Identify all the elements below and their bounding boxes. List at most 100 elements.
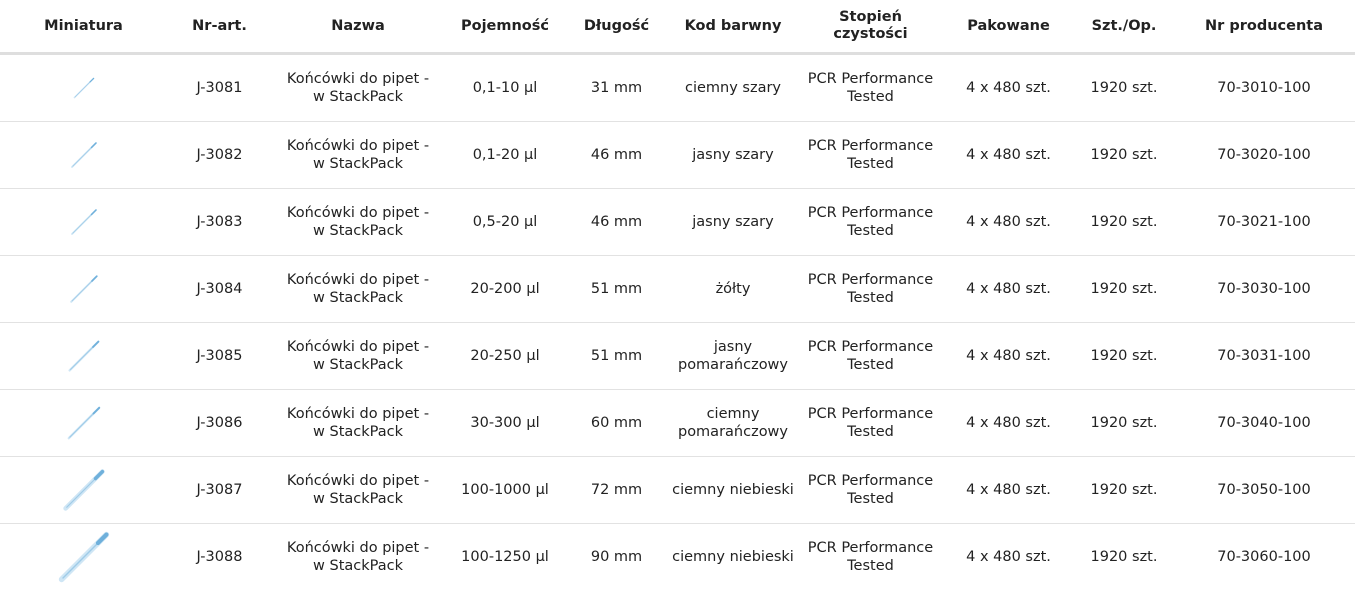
packed-value: 4 x 480 szt. xyxy=(942,389,1075,457)
article-number[interactable]: J-3086 xyxy=(167,389,272,457)
article-number[interactable]: J-3083 xyxy=(167,188,272,256)
article-number[interactable]: J-3087 xyxy=(167,456,272,524)
color-code-line1: żółty xyxy=(715,281,751,297)
pipette-tip-icon[interactable] xyxy=(65,404,103,442)
column-header-purity-line1: Stopień xyxy=(839,9,902,25)
product-name: Końcówki do pipet -w StackPack xyxy=(272,53,444,122)
table-row[interactable]: J-3082 Końcówki do pipet - w StackPack 0,1-… xyxy=(0,121,1355,189)
pipette-tip-icon[interactable] xyxy=(61,467,107,513)
per-pack-value: 1920 szt. xyxy=(1090,549,1158,565)
thumbnail-cell[interactable] xyxy=(0,389,167,457)
column-header-length: Długość xyxy=(566,0,667,55)
article-number[interactable]: J-3081 xyxy=(167,53,272,122)
thumbnail-cell[interactable] xyxy=(0,255,167,323)
color-code-line1: ciemny niebieski xyxy=(672,549,794,565)
thumbnail-cell[interactable] xyxy=(0,322,167,390)
product-name-line2: w StackPack xyxy=(313,357,403,373)
color-code-value: jasny szary xyxy=(667,121,799,189)
product-name-line1: Końcówki do pipet - xyxy=(286,473,430,489)
color-code-line2: pomarańczowy xyxy=(677,424,789,440)
purity-grade-line1: PCR Performance xyxy=(807,540,934,556)
purity-grade-line1: PCR Performance xyxy=(807,71,934,87)
product-name: Końcówki do pipet -w StackPack xyxy=(272,255,444,323)
product-name-line2: w StackPack xyxy=(313,89,403,105)
column-header-per-pack: Szt./Op. xyxy=(1075,0,1173,55)
column-header-capacity: Pojemność xyxy=(444,0,566,55)
article-number[interactable]: J-3082 xyxy=(167,121,272,189)
purity-grade-line1: PCR Performance xyxy=(807,339,934,355)
manufacturer-number: 70-3020-100 xyxy=(1173,121,1355,189)
color-code-line1: jasny szary xyxy=(692,214,774,230)
article-number[interactable]: J-3084 xyxy=(167,255,272,323)
header-row: Miniatura Nr-art. Nazwa Pojemność Długoś… xyxy=(0,0,1355,55)
pipette-tip-icon[interactable] xyxy=(69,207,99,237)
product-name-line2: w StackPack xyxy=(313,424,403,440)
pipette-tip-icon[interactable] xyxy=(56,529,112,585)
article-number[interactable]: J-3088 xyxy=(196,549,243,565)
column-header-packed: Pakowane xyxy=(942,0,1075,55)
pipette-tip-icon[interactable] xyxy=(72,76,96,100)
product-name-line2: w StackPack xyxy=(313,558,403,574)
thumbnail-cell[interactable] xyxy=(0,524,167,591)
product-name-line1: Końcówki do pipet - xyxy=(286,138,430,154)
purity-grade-line2: Tested xyxy=(847,290,894,306)
table-row[interactable]: J-3086 Końcówki do pipet - w StackPack 30-3… xyxy=(0,389,1355,457)
article-number[interactable]: J-3085 xyxy=(167,322,272,390)
purity-grade-line2: Tested xyxy=(847,89,894,105)
color-code-line1: jasny xyxy=(713,339,753,355)
thumbnail-cell[interactable] xyxy=(0,53,167,122)
length-value: 72 mm xyxy=(566,456,667,524)
capacity-value: 0,1-20 µl xyxy=(444,121,566,189)
thumbnail-cell[interactable] xyxy=(0,188,167,256)
product-name-line2: w StackPack xyxy=(313,290,403,306)
packed-value: 4 x 480 szt. xyxy=(942,53,1075,122)
product-name-line2: w StackPack xyxy=(313,156,403,172)
purity-grade-line1: PCR Performance xyxy=(807,272,934,288)
product-name: Końcówki do pipet - w StackPack xyxy=(272,121,444,189)
product-name: Końcówki do pipet -w StackPack xyxy=(272,188,444,256)
purity-grade-line2: Tested xyxy=(847,156,894,172)
per-pack-value: 1920 szt. xyxy=(1075,322,1173,390)
color-code-line1: jasny szary xyxy=(692,147,774,163)
product-name-line1: Końcówki do pipet - xyxy=(286,205,430,221)
capacity-value: 20-200 µl xyxy=(444,255,566,323)
capacity-value: 0,5-20 µl xyxy=(444,188,566,256)
length-value: 90 mm xyxy=(590,549,643,565)
pipette-tip-icon[interactable] xyxy=(68,273,100,305)
pipette-tip-icon[interactable] xyxy=(69,140,99,170)
color-code-value: jasny szary xyxy=(667,188,799,256)
pipette-tip-icon[interactable] xyxy=(66,338,102,374)
manufacturer-number: 70-3030-100 xyxy=(1173,255,1355,323)
column-header-name: Nazwa xyxy=(272,0,444,55)
capacity-value: 100-1000 µl xyxy=(444,456,566,524)
thumbnail-cell[interactable] xyxy=(0,456,167,524)
product-name: Końcówki do pipet - w StackPack xyxy=(272,322,444,390)
product-name-line1: Końcówki do pipet - xyxy=(286,406,430,422)
thumbnail-cell[interactable] xyxy=(0,121,167,189)
purity-grade-line2: Tested xyxy=(847,223,894,239)
per-pack-value: 1920 szt. xyxy=(1075,389,1173,457)
per-pack-value: 1920 szt. xyxy=(1075,121,1173,189)
color-code-value: żółty xyxy=(667,255,799,323)
capacity-value: 0,1-10 µl xyxy=(444,53,566,122)
packed-value: 4 x 480 szt. xyxy=(942,322,1075,390)
product-name-line1: Końcówki do pipet - xyxy=(286,339,430,355)
length-value: 31 mm xyxy=(566,53,667,122)
capacity-value: 30-300 µl xyxy=(444,389,566,457)
length-value: 60 mm xyxy=(566,389,667,457)
